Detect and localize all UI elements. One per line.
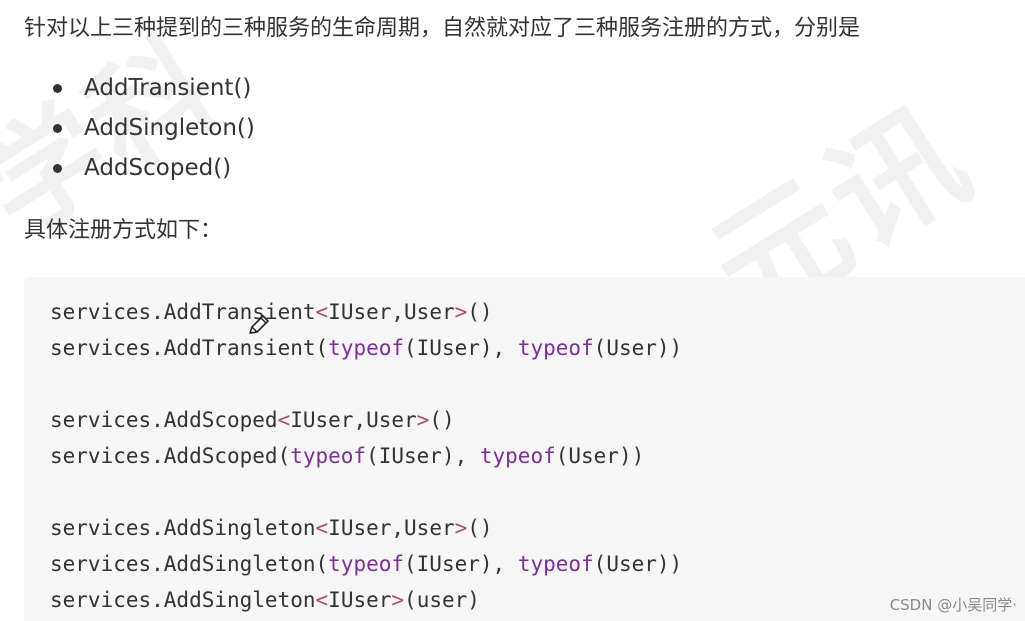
list-item-addsingleton: AddSingleton() — [48, 108, 255, 148]
code-keyword: typeof — [328, 336, 405, 360]
code-token: () — [429, 408, 455, 432]
code-keyword: typeof — [479, 444, 556, 468]
code-token: IUser,User — [328, 516, 455, 540]
code-line: services.AddSingleton<IUser>(user) — [50, 582, 480, 618]
intro-paragraph: 针对以上三种提到的三种服务的生命周期，自然就对应了三种服务注册的方式，分别是 — [24, 16, 861, 41]
code-token: services.AddTransient( — [50, 336, 329, 360]
pencil-cursor-icon — [246, 312, 272, 342]
code-angle-bracket: < — [315, 516, 329, 540]
code-angle-bracket: < — [277, 408, 291, 432]
code-angle-bracket: < — [315, 588, 329, 612]
code-angle-bracket: > — [416, 408, 430, 432]
list-item-addscoped: AddScoped() — [48, 148, 255, 188]
code-token: IUser,User — [290, 408, 417, 432]
code-token: (user) — [404, 588, 480, 612]
code-token: services.AddSingleton( — [50, 552, 329, 576]
code-token: services.AddScoped( — [50, 444, 291, 468]
code-block[interactable]: services.AddTransient<IUser,User>()servi… — [24, 277, 1025, 621]
csdn-watermark: CSDN @小吴同学· — [889, 596, 1017, 614]
subheading: 具体注册方式如下： — [24, 218, 223, 243]
code-token: services.AddSingleton — [50, 588, 316, 612]
code-line: services.AddSingleton<IUser,User>() — [50, 510, 493, 546]
code-token: services.AddSingleton — [50, 516, 316, 540]
code-line: services.AddScoped(typeof(IUser), typeof… — [50, 438, 644, 474]
code-token: (IUser), — [404, 336, 518, 360]
code-line: services.AddTransient<IUser,User>() — [50, 294, 493, 330]
code-keyword: typeof — [328, 552, 405, 576]
code-keyword: typeof — [290, 444, 367, 468]
code-token: IUser — [328, 588, 392, 612]
code-line: services.AddSingleton(typeof(IUser), typ… — [50, 546, 682, 582]
code-keyword: typeof — [517, 552, 594, 576]
code-token: (User)) — [593, 336, 683, 360]
method-list: AddTransient() AddSingleton() AddScoped(… — [48, 68, 255, 188]
code-angle-bracket: > — [454, 516, 468, 540]
code-token: IUser,User — [328, 300, 455, 324]
code-token: services.AddTransient — [50, 300, 316, 324]
code-token: (IUser), — [404, 552, 518, 576]
code-token: (IUser), — [366, 444, 480, 468]
code-line: services.AddScoped<IUser,User>() — [50, 402, 455, 438]
code-angle-bracket: > — [391, 588, 405, 612]
code-token: services.AddScoped — [50, 408, 278, 432]
code-token: () — [467, 516, 493, 540]
code-line: services.AddTransient(typeof(IUser), typ… — [50, 330, 682, 366]
list-item-addtransient: AddTransient() — [48, 68, 255, 108]
code-token: (User)) — [593, 552, 683, 576]
code-token: (User)) — [555, 444, 645, 468]
code-token: () — [467, 300, 493, 324]
code-angle-bracket: > — [454, 300, 468, 324]
code-keyword: typeof — [517, 336, 594, 360]
code-angle-bracket: < — [315, 300, 329, 324]
